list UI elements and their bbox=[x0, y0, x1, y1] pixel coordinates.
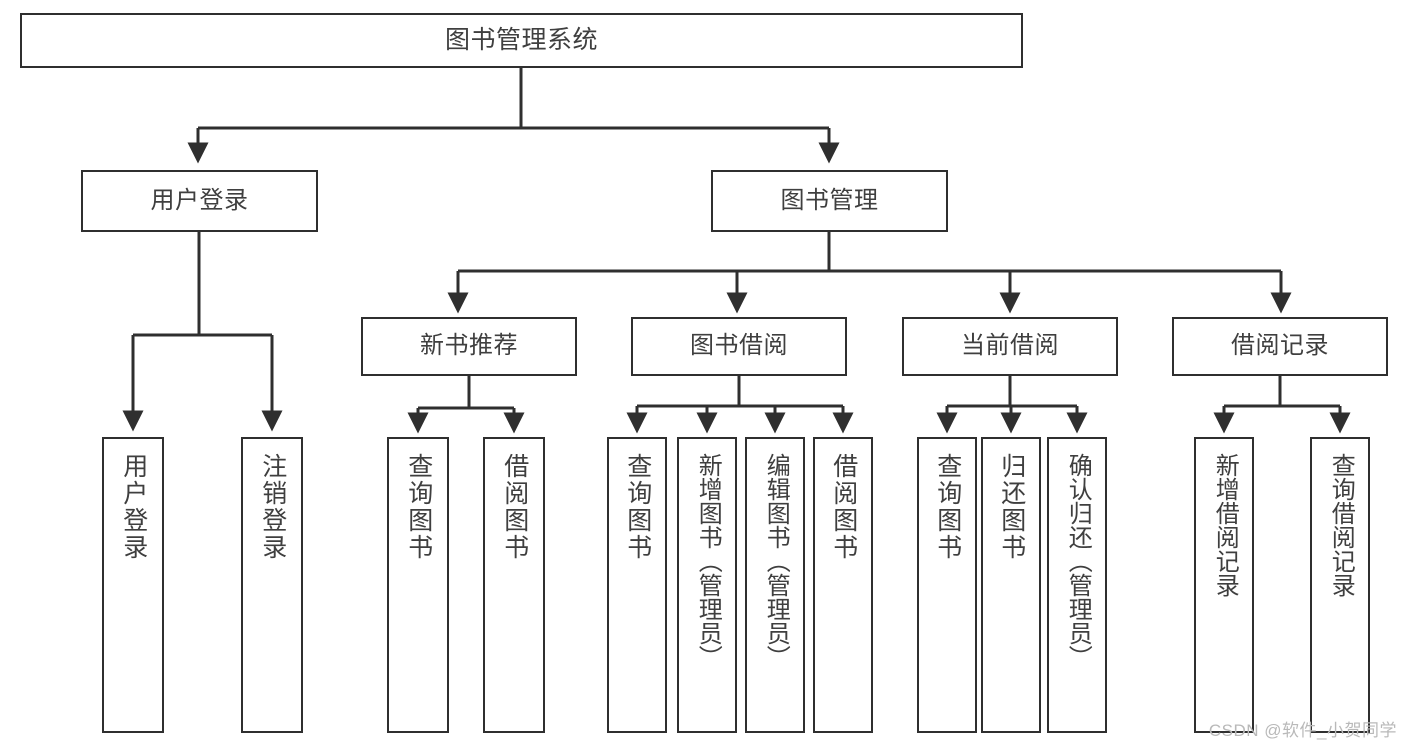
leaf-book-borrow-lend[interactable]: 借阅图书 bbox=[813, 437, 873, 733]
node-book-management[interactable]: 图书管理 bbox=[711, 170, 948, 232]
node-label: 确认归还（管理员） bbox=[1064, 453, 1092, 669]
node-label: 图书借阅 bbox=[690, 332, 788, 360]
node-label: 查询借阅记录 bbox=[1327, 453, 1355, 597]
node-label: 当前借阅 bbox=[961, 332, 1059, 360]
node-borrow-record[interactable]: 借阅记录 bbox=[1172, 317, 1388, 376]
leaf-borrow-record-add[interactable]: 新增借阅记录 bbox=[1194, 437, 1254, 733]
leaf-current-borrow-return[interactable]: 归还图书 bbox=[981, 437, 1041, 733]
node-root-system[interactable]: 图书管理系统 bbox=[20, 13, 1023, 68]
leaf-user-login-logout[interactable]: 注销登录 bbox=[241, 437, 303, 733]
leaf-current-borrow-query[interactable]: 查询图书 bbox=[917, 437, 977, 733]
node-label: 查询图书 bbox=[623, 453, 652, 561]
node-label: 借阅记录 bbox=[1231, 332, 1329, 360]
node-label: 归还图书 bbox=[997, 453, 1026, 561]
node-label: 新增借阅记录 bbox=[1211, 453, 1239, 597]
leaf-book-borrow-add[interactable]: 新增图书（管理员） bbox=[677, 437, 737, 733]
node-label: 借阅图书 bbox=[829, 453, 858, 561]
node-label: 用户登录 bbox=[150, 186, 249, 214]
node-label: 图书管理系统 bbox=[444, 25, 598, 54]
node-book-borrow[interactable]: 图书借阅 bbox=[631, 317, 847, 376]
node-label: 编辑图书（管理员） bbox=[762, 453, 790, 669]
node-label: 新增图书（管理员） bbox=[694, 453, 722, 669]
leaf-book-borrow-edit[interactable]: 编辑图书（管理员） bbox=[745, 437, 805, 733]
leaf-borrow-record-query[interactable]: 查询借阅记录 bbox=[1310, 437, 1370, 733]
leaf-new-book-query[interactable]: 查询图书 bbox=[387, 437, 449, 733]
leaf-user-login-signin[interactable]: 用户登录 bbox=[102, 437, 164, 733]
leaf-new-book-borrow[interactable]: 借阅图书 bbox=[483, 437, 545, 733]
node-new-book-recommend[interactable]: 新书推荐 bbox=[361, 317, 577, 376]
node-label: 图书管理 bbox=[780, 186, 879, 214]
node-label: 查询图书 bbox=[933, 453, 962, 561]
node-label: 注销登录 bbox=[258, 453, 287, 561]
node-current-borrow[interactable]: 当前借阅 bbox=[902, 317, 1118, 376]
node-label: 新书推荐 bbox=[420, 332, 518, 360]
node-label: 用户登录 bbox=[119, 453, 148, 561]
watermark: CSDN @软件_小贺同学 bbox=[1208, 721, 1397, 740]
node-label: 借阅图书 bbox=[500, 453, 529, 561]
node-label: 查询图书 bbox=[404, 453, 433, 561]
leaf-book-borrow-query[interactable]: 查询图书 bbox=[607, 437, 667, 733]
node-user-login[interactable]: 用户登录 bbox=[81, 170, 318, 232]
leaf-current-borrow-confirm[interactable]: 确认归还（管理员） bbox=[1047, 437, 1107, 733]
